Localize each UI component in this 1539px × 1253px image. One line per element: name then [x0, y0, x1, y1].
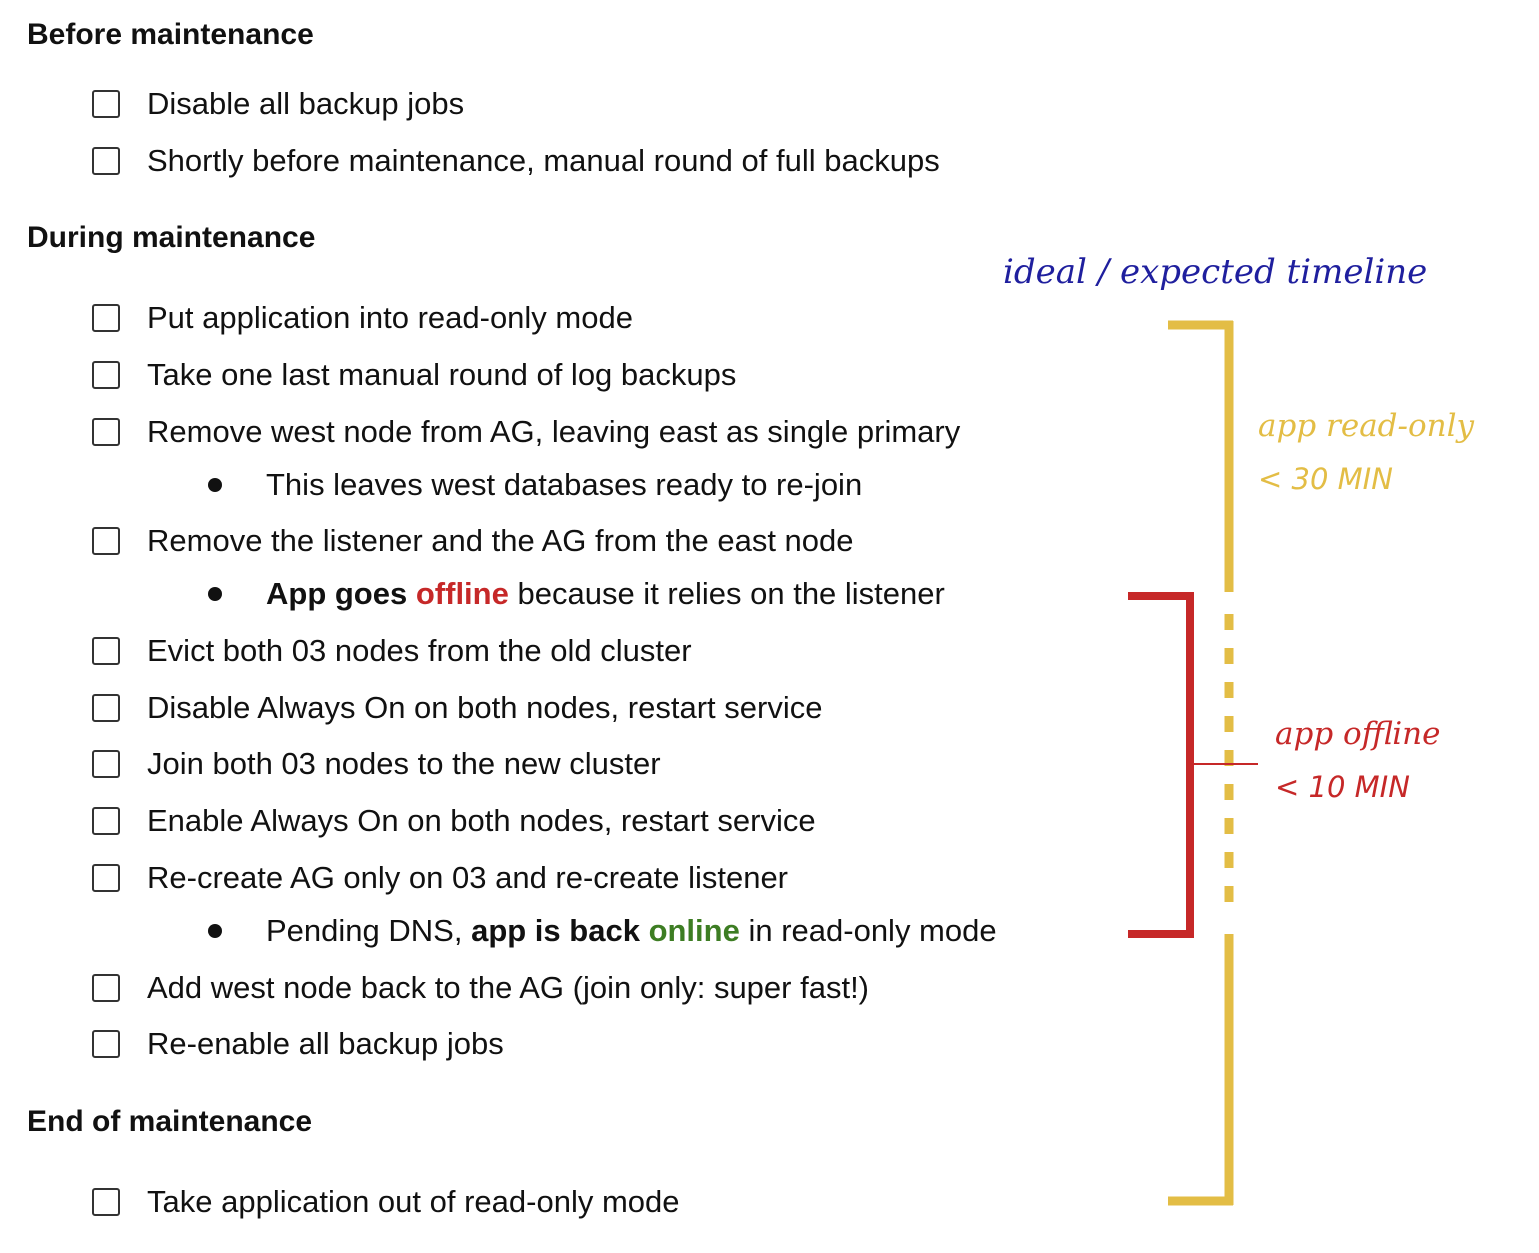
checkbox[interactable] [92, 147, 120, 175]
item-label: Disable Always On on both nodes, restart… [147, 690, 823, 725]
checklist-item: Take one last manual round of log backup… [92, 357, 736, 393]
checkbox[interactable] [92, 694, 120, 722]
item-label: Join both 03 nodes to the new cluster [147, 746, 661, 781]
readonly-label: app read-only [1258, 408, 1475, 444]
heading-before-maintenance: Before maintenance [27, 18, 314, 51]
readonly-time: < 30 MIN [1258, 462, 1393, 496]
checkbox[interactable] [92, 527, 120, 555]
checkbox[interactable] [92, 750, 120, 778]
item-label: Take application out of read-only mode [147, 1184, 680, 1219]
item-label: Remove the listener and the AG from the … [147, 523, 854, 558]
checklist-item: Remove west node from AG, leaving east a… [92, 414, 960, 450]
offline-rest-text: because it relies on the listener [517, 576, 945, 611]
checkbox[interactable] [92, 864, 120, 892]
checkbox[interactable] [92, 361, 120, 389]
checklist-item: Add west node back to the AG (join only:… [92, 970, 869, 1006]
item-label: Disable all backup jobs [147, 86, 465, 121]
offline-bracket [1128, 592, 1258, 938]
item-label: Put application into read-only mode [147, 300, 633, 335]
online-rest-text: in read-only mode [748, 913, 997, 948]
checklist-item: Join both 03 nodes to the new cluster [92, 746, 661, 782]
item-label: Take one last manual round of log backup… [147, 357, 737, 392]
offline-bold-text: App goes [266, 576, 408, 611]
sub-bullet: Pending DNS, app is back online in read-… [208, 913, 997, 949]
online-word: online [648, 913, 740, 948]
item-label: Enable Always On on both nodes, restart … [147, 803, 816, 838]
checklist-item: Disable all backup jobs [92, 86, 464, 122]
checklist-item: Evict both 03 nodes from the old cluster [92, 633, 692, 669]
item-label: Remove west node from AG, leaving east a… [147, 414, 961, 449]
checklist-item: Put application into read-only mode [92, 300, 633, 336]
checkbox[interactable] [92, 807, 120, 835]
offline-bracket-shape [1128, 592, 1194, 938]
sub-bullet: This leaves west databases ready to re-j… [208, 467, 862, 503]
checkbox[interactable] [92, 418, 120, 446]
offline-word: offline [415, 576, 509, 611]
sub-bullet-text: App goes offline because it relies on th… [266, 576, 945, 612]
offline-label: app offline [1275, 716, 1441, 752]
checklist-item: Disable Always On on both nodes, restart… [92, 690, 822, 726]
checklist-item: Re-enable all backup jobs [92, 1026, 504, 1062]
offline-time: < 10 MIN [1275, 770, 1410, 804]
online-pre-text: Pending DNS, [266, 913, 463, 948]
item-label: Add west node back to the AG (join only:… [147, 970, 870, 1005]
checkbox[interactable] [92, 304, 120, 332]
item-label: Re-create AG only on 03 and re-create li… [147, 860, 789, 895]
checklist-item: Re-create AG only on 03 and re-create li… [92, 860, 788, 896]
heading-during-maintenance: During maintenance [27, 221, 316, 254]
checklist-item: Take application out of read-only mode [92, 1184, 680, 1220]
heading-end-maintenance: End of maintenance [27, 1105, 313, 1138]
online-bold-text: app is back [471, 913, 640, 948]
item-label: Evict both 03 nodes from the old cluster [147, 633, 692, 668]
checkbox[interactable] [92, 1188, 120, 1216]
checkbox[interactable] [92, 974, 120, 1002]
sub-bullet-text: Pending DNS, app is back online in read-… [266, 913, 997, 949]
sub-bullet-text: This leaves west databases ready to re-j… [266, 467, 863, 502]
bullet-icon [208, 478, 222, 492]
checklist-item: Enable Always On on both nodes, restart … [92, 803, 816, 839]
sub-bullet: App goes offline because it relies on th… [208, 576, 945, 612]
bullet-icon [208, 924, 222, 938]
item-label: Shortly before maintenance, manual round… [147, 143, 940, 178]
checkbox[interactable] [92, 90, 120, 118]
checklist-item: Remove the listener and the AG from the … [92, 523, 854, 559]
item-label: Re-enable all backup jobs [147, 1026, 504, 1061]
checklist-item: Shortly before maintenance, manual round… [92, 143, 940, 179]
checkbox[interactable] [92, 637, 120, 665]
checkbox[interactable] [92, 1030, 120, 1058]
timeline-title: ideal / expected timeline [1003, 252, 1428, 292]
bullet-icon [208, 587, 222, 601]
